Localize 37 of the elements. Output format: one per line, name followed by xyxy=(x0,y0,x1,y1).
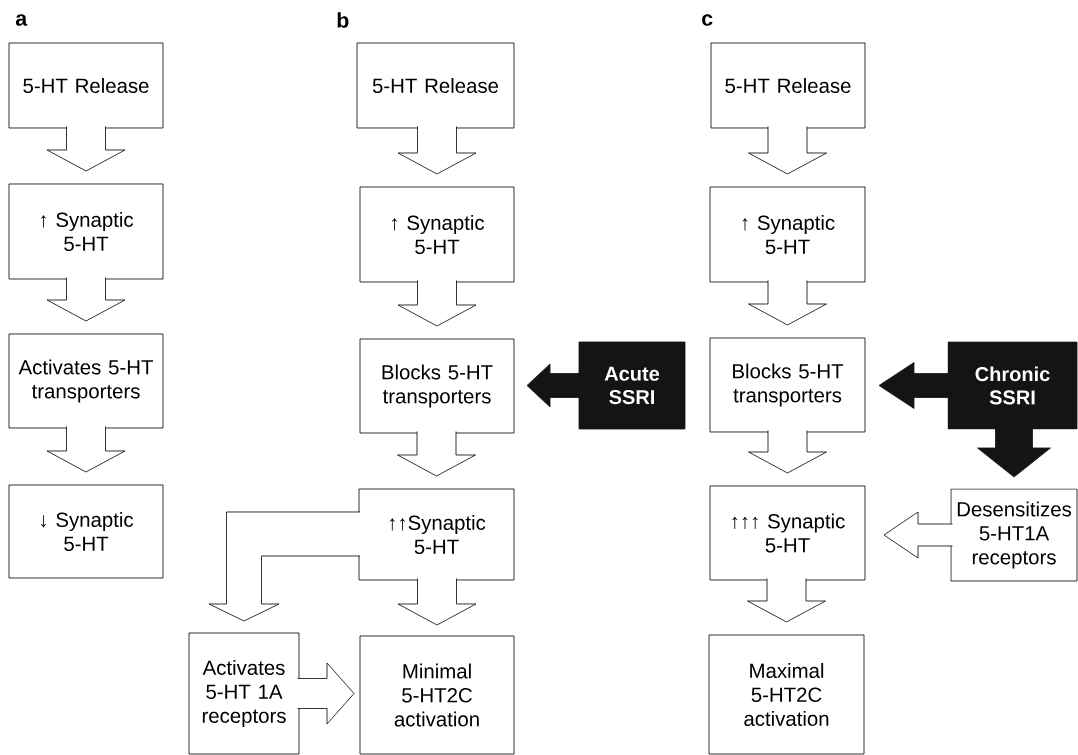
block-arrow xyxy=(397,126,477,175)
process-box: ↑↑Synaptic 5-HT xyxy=(358,488,515,581)
process-box: Blocks 5-HT transporters xyxy=(359,338,515,434)
block-arrow xyxy=(977,428,1051,478)
block-arrow xyxy=(297,662,355,725)
block-arrow xyxy=(748,430,827,474)
process-box: ↑↑↑ Synaptic 5-HT xyxy=(709,485,866,581)
block-arrow xyxy=(46,126,126,172)
block-arrow xyxy=(46,277,126,322)
process-box: Activates 5-HT transporters xyxy=(8,333,164,429)
process-box: ↑ Synaptic 5-HT xyxy=(709,186,866,283)
panel-label: b xyxy=(337,12,349,28)
process-box: ↑ Synaptic 5-HT xyxy=(8,183,164,280)
block-arrow xyxy=(397,431,476,477)
process-box: ↓ Synaptic 5-HT xyxy=(8,484,164,579)
process-box: 5-HT Release xyxy=(356,42,515,129)
block-arrow xyxy=(397,578,477,626)
block-arrow xyxy=(883,511,953,559)
block-arrow xyxy=(747,578,826,623)
process-box: Maximal 5-HT2C activation xyxy=(708,634,865,755)
block-arrow xyxy=(208,511,361,622)
process-box: Acute SSRI xyxy=(578,341,686,430)
process-box: ↑ Synaptic 5-HT xyxy=(359,186,515,283)
block-arrow xyxy=(526,363,580,408)
process-box: 5-HT Release xyxy=(710,42,866,129)
block-arrow xyxy=(748,126,827,175)
block-arrow xyxy=(46,426,126,473)
process-box: Desensitizes 5-HT1A receptors xyxy=(950,488,1078,582)
process-box: Activates 5-HT 1A receptors xyxy=(188,632,300,755)
block-arrow xyxy=(397,280,477,327)
process-box: Blocks 5-HT transporters xyxy=(709,337,866,433)
process-box: Minimal 5-HT2C activation xyxy=(359,635,515,755)
block-arrow xyxy=(748,280,827,326)
process-box: Chronic SSRI xyxy=(947,341,1078,430)
process-box: 5-HT Release xyxy=(8,42,164,129)
panel-label: c xyxy=(702,14,713,26)
block-arrow xyxy=(878,362,949,409)
